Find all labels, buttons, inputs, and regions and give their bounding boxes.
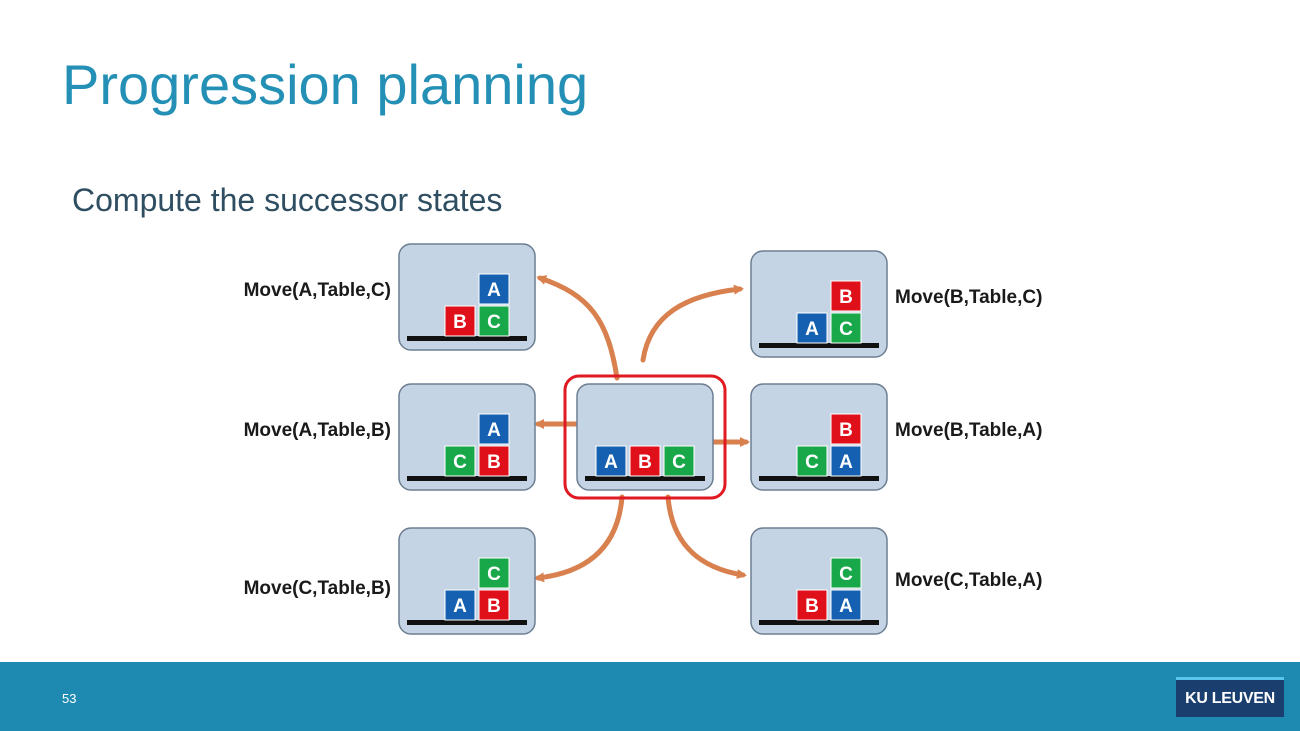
block-label: A	[453, 596, 467, 617]
block-C: C	[830, 557, 862, 589]
table-surface	[759, 620, 879, 625]
block-label: B	[839, 287, 853, 308]
block-label: A	[487, 420, 501, 441]
block-label: A	[487, 280, 501, 301]
action-label-move-c-table-a: Move(C,Table,A)	[895, 570, 1042, 591]
action-label-move-b-table-c: Move(B,Table,C)	[895, 287, 1042, 308]
action-label-move-a-table-b: Move(A,Table,B)	[244, 420, 391, 441]
action-label-move-b-table-a: Move(B,Table,A)	[895, 420, 1042, 441]
block-C: C	[444, 445, 476, 477]
block-B: B	[796, 589, 828, 621]
block-label: A	[805, 319, 819, 340]
block-C: C	[830, 312, 862, 344]
action-label-move-c-table-b: Move(C,Table,B)	[244, 578, 391, 599]
block-A: A	[830, 589, 862, 621]
block-label: C	[672, 452, 686, 473]
block-label: B	[839, 420, 853, 441]
action-label-move-a-table-c: Move(A,Table,C)	[244, 280, 391, 301]
table-surface	[407, 476, 527, 481]
block-A: A	[444, 589, 476, 621]
block-C: C	[663, 445, 695, 477]
block-B: B	[444, 305, 476, 337]
block-label: B	[487, 596, 501, 617]
block-B: B	[478, 589, 510, 621]
slide-subtitle: Compute the successor states	[72, 182, 503, 218]
logo-text: KU LEUVEN	[1185, 689, 1275, 707]
arrow-to-move-a-table-c	[536, 275, 620, 381]
block-B: B	[629, 445, 661, 477]
block-label: B	[487, 452, 501, 473]
block-C: C	[796, 445, 828, 477]
block-label: C	[805, 452, 819, 473]
block-B: B	[830, 413, 862, 445]
block-B: B	[478, 445, 510, 477]
footer-bar: 53 KU LEUVEN	[0, 662, 1300, 731]
block-A: A	[595, 445, 627, 477]
block-C: C	[478, 305, 510, 337]
initial-state-highlight	[563, 374, 727, 500]
block-A: A	[478, 413, 510, 445]
page-number: 53	[62, 691, 77, 706]
arrows	[534, 275, 750, 583]
block-label: C	[453, 452, 467, 473]
table-surface	[585, 476, 705, 481]
table-surface	[407, 620, 527, 625]
block-A: A	[796, 312, 828, 344]
block-label: A	[604, 452, 618, 473]
block-label: C	[839, 564, 853, 585]
block-label: C	[487, 564, 501, 585]
arrow-to-move-c-table-b	[534, 494, 625, 583]
table-surface	[759, 343, 879, 348]
table-surface	[759, 476, 879, 481]
slide-title: Progression planning	[62, 53, 589, 116]
block-label: B	[805, 596, 819, 617]
block-label: C	[839, 319, 853, 340]
block-A: A	[478, 273, 510, 305]
block-label: B	[638, 452, 652, 473]
block-B: B	[830, 280, 862, 312]
table-surface	[407, 336, 527, 341]
ku-leuven-logo: KU LEUVEN	[1176, 677, 1284, 717]
arrow-to-move-c-table-a	[665, 494, 747, 579]
block-label: A	[839, 452, 853, 473]
block-label: B	[453, 312, 467, 333]
block-label: C	[487, 312, 501, 333]
block-A: A	[830, 445, 862, 477]
arrow-to-move-b-table-c	[640, 284, 744, 363]
block-label: A	[839, 596, 853, 617]
block-C: C	[478, 557, 510, 589]
